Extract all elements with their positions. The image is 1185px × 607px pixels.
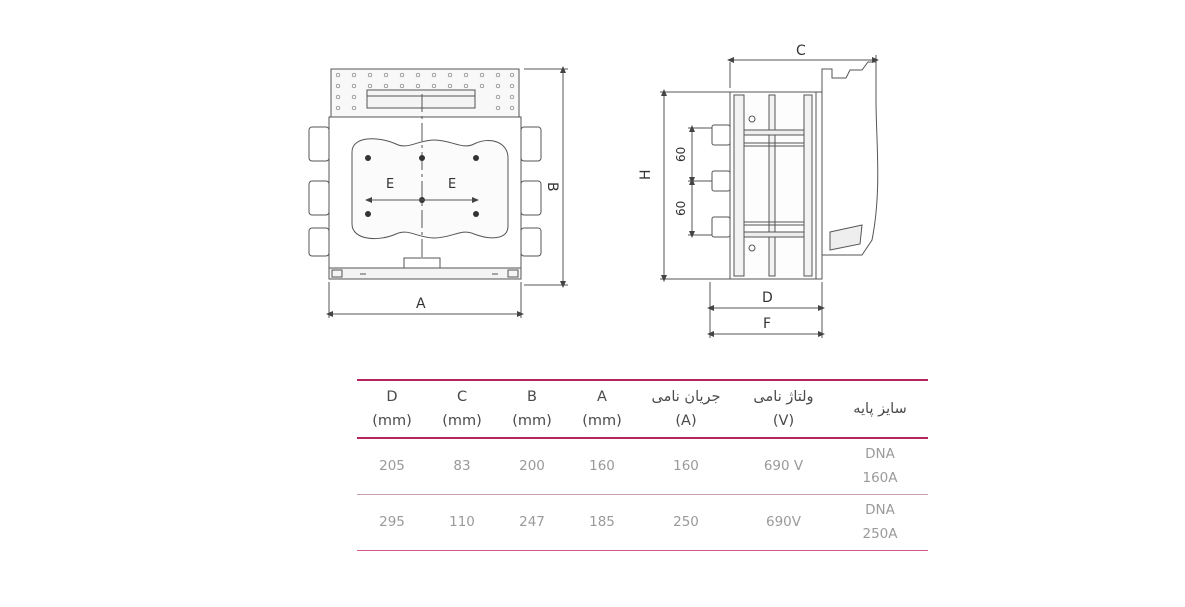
cell-a: 160 [567, 438, 637, 495]
cell-d: 205 [357, 438, 427, 495]
spacing-top-label: 60 [674, 147, 688, 162]
header-d: D(mm) [357, 379, 427, 439]
dim-e-left-label: E [386, 177, 394, 192]
specification-table: D(mm) C(mm) B(mm) A(mm) جریان نامی(A) ول… [357, 379, 928, 551]
header-a: A(mm) [567, 379, 637, 439]
dim-c-label: C [796, 43, 806, 59]
cell-b: 247 [497, 494, 567, 551]
header-b: B(mm) [497, 379, 567, 439]
cell-current: 160 [637, 438, 735, 495]
dim-d-label: D [762, 290, 773, 306]
dim-a-label: A [416, 296, 426, 312]
cell-c: 110 [427, 494, 497, 551]
header-base-size: سایز پایه [832, 379, 928, 439]
drawing-canvas: A B E E [308, 43, 879, 338]
cell-voltage: 690 V [735, 438, 832, 495]
dim-f-label: F [763, 316, 771, 332]
dim-h-label: H [638, 169, 654, 180]
cell-a: 185 [567, 494, 637, 551]
front-view [308, 66, 568, 318]
spacing-bottom-label: 60 [674, 201, 688, 216]
table-header-row: D(mm) C(mm) B(mm) A(mm) جریان نامی(A) ول… [357, 379, 928, 439]
dim-b-label: B [544, 182, 560, 192]
cell-current: 250 [637, 494, 735, 551]
header-rated-voltage: ولتاژ نامی(V) [735, 379, 832, 439]
technical-drawing: A B E E [308, 43, 879, 338]
cell-voltage: 690V [735, 494, 832, 551]
cell-d: 295 [357, 494, 427, 551]
dim-e-right-label: E [448, 177, 456, 192]
header-rated-current: جریان نامی(A) [637, 379, 735, 439]
header-c: C(mm) [427, 379, 497, 439]
cell-c: 83 [427, 438, 497, 495]
side-view [660, 55, 879, 338]
perforation-dots [335, 72, 515, 111]
cell-b: 200 [497, 438, 567, 495]
